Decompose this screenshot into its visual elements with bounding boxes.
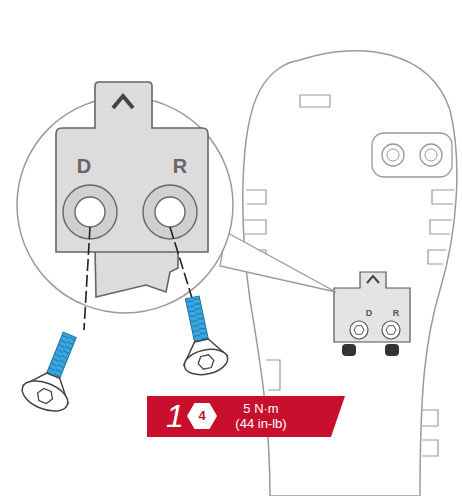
tool-size: 4: [187, 409, 217, 423]
screw: [18, 326, 92, 417]
cleat-marking: D: [77, 156, 91, 176]
cleat-marking: R: [173, 156, 187, 176]
hex-key-size: 4: [187, 402, 217, 430]
cleat-marking: R: [393, 309, 400, 318]
cleat-marking: D: [366, 309, 373, 318]
screw: [171, 293, 230, 378]
magnified-cleat: [17, 82, 233, 330]
torque-value: 5 N·m (44 in-lb): [233, 402, 289, 431]
step-number: 1: [163, 399, 187, 434]
shoe-cleat: [334, 272, 410, 356]
torque-banner: 1 5 N·m (44 in-lb) 4: [147, 396, 345, 437]
callout-pointer: [220, 232, 336, 292]
